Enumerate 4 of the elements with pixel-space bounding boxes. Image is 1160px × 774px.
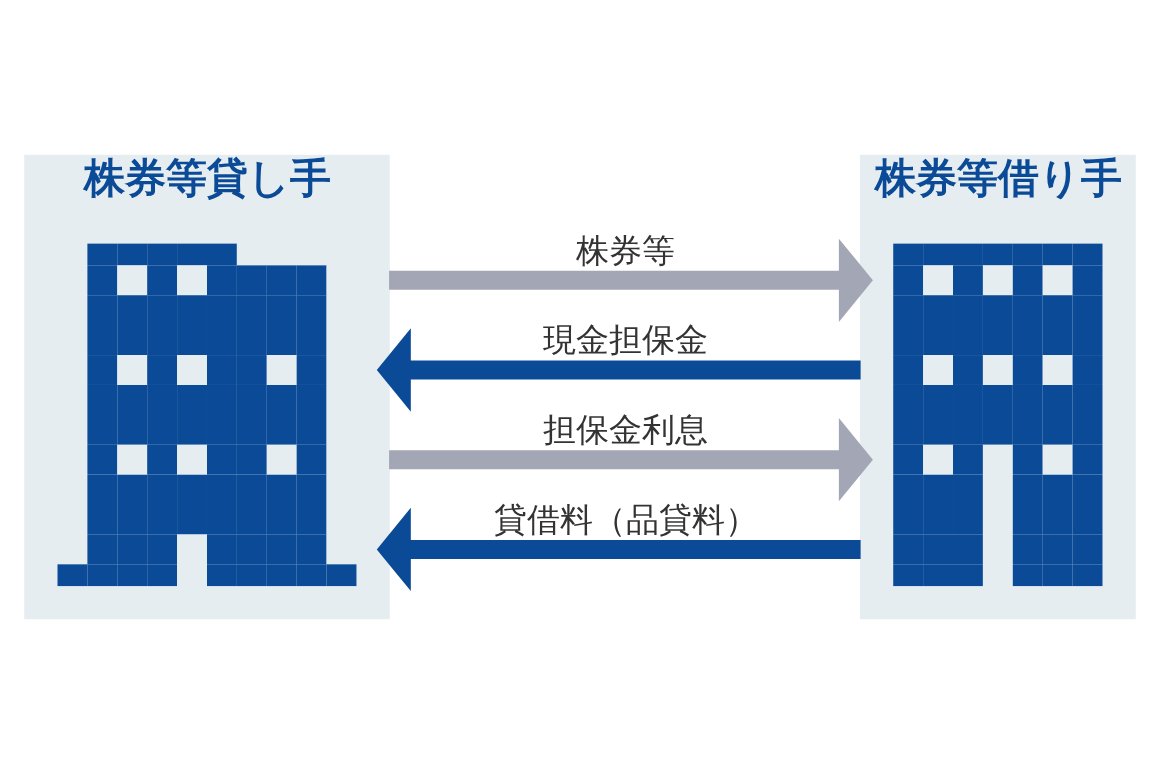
edge-label: 貸借料（品貸料） [494, 500, 759, 539]
edge-label: 現金担保金 [543, 321, 709, 360]
edge-label: 担保金利息 [543, 410, 709, 449]
edge-label: 株券等 [575, 231, 675, 270]
